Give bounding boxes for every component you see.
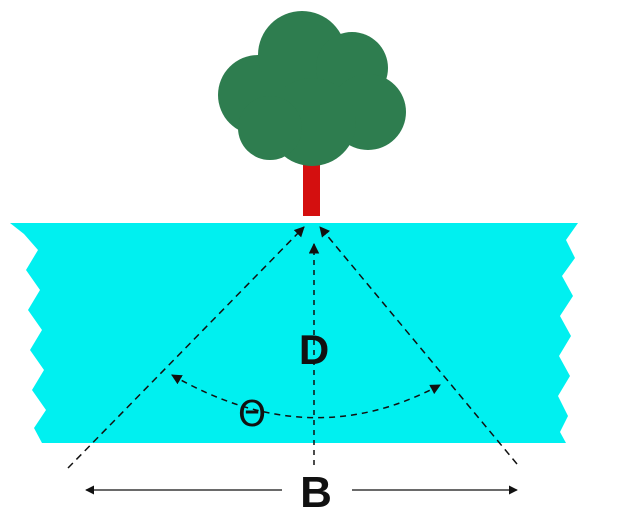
right-sight-line	[319, 226, 518, 465]
tree-trunk	[303, 150, 320, 216]
tree-icon	[218, 11, 406, 216]
tree-canopy	[218, 11, 406, 166]
river-band	[10, 223, 578, 443]
distance-label: D	[299, 326, 329, 373]
angle-label: Θ	[238, 394, 266, 435]
baseline-label: B	[300, 468, 332, 517]
left-sight-line	[67, 226, 305, 469]
angle-arc	[171, 374, 441, 419]
